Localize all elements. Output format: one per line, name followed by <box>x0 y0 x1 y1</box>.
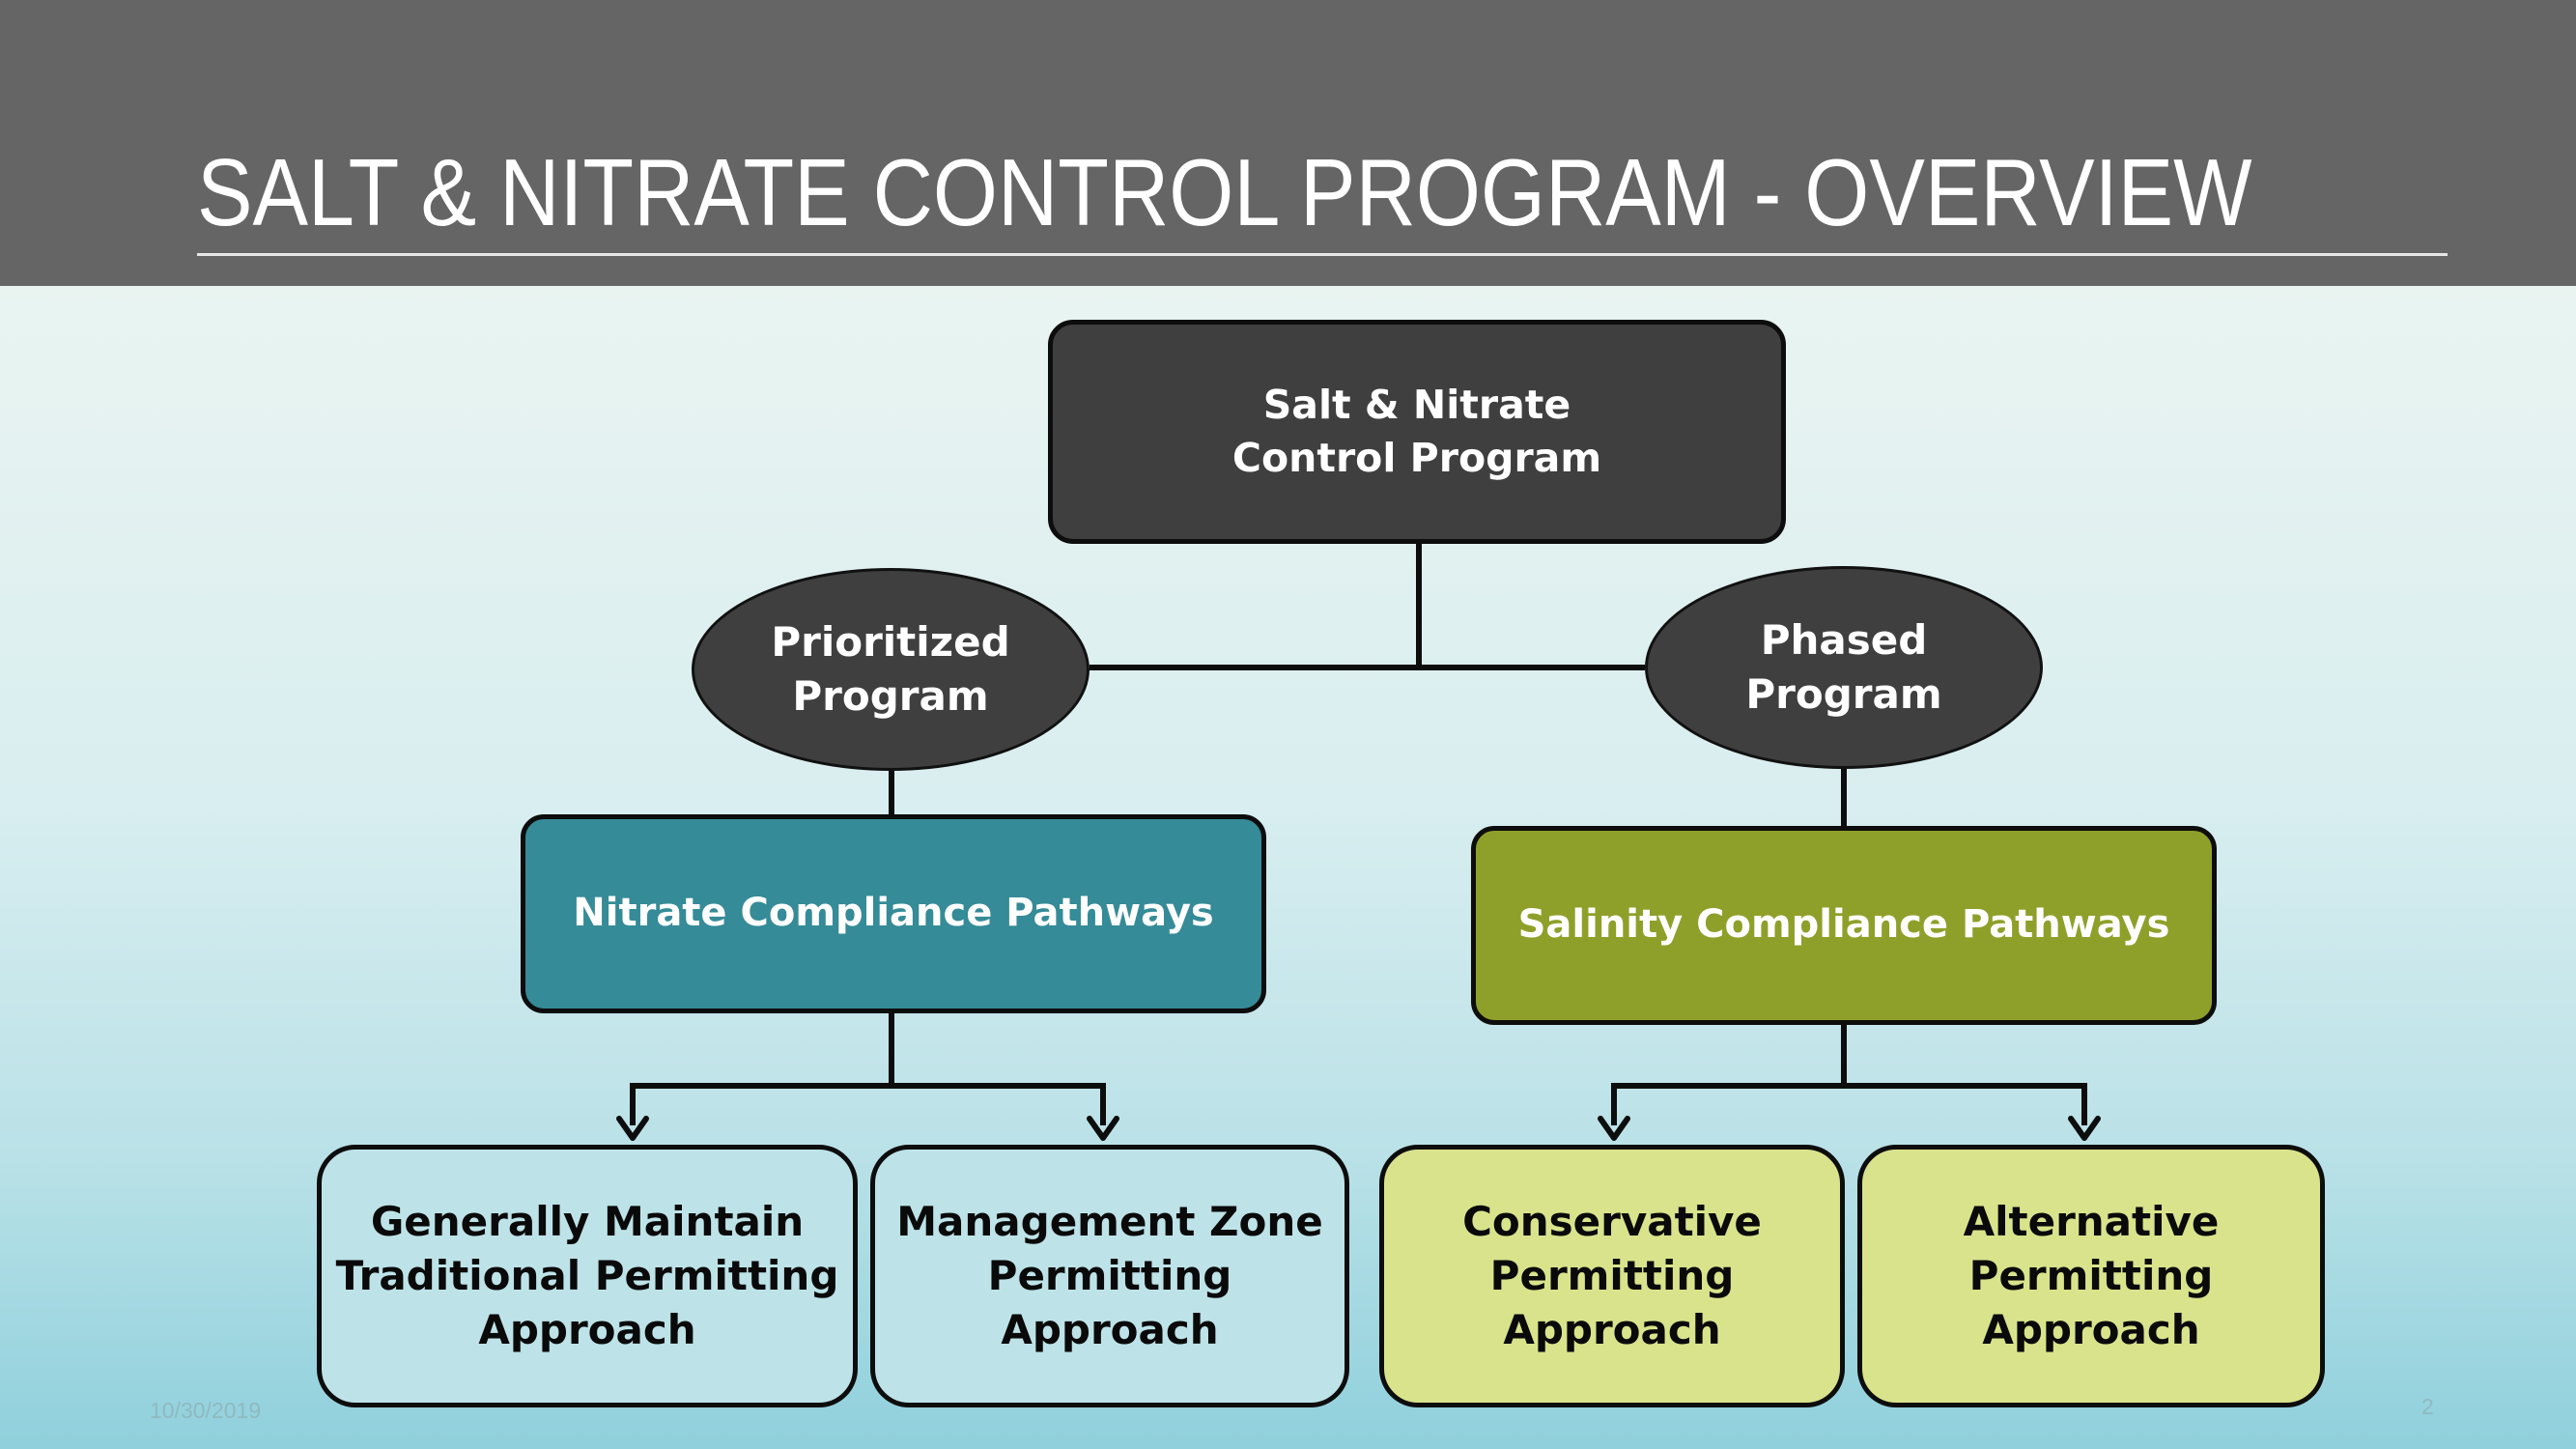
arrowhead-right-2 <box>2068 1116 2101 1141</box>
conservative-permitting-node: Conservative Permitting Approach <box>1379 1145 1845 1407</box>
phased-label-line2: Program <box>1745 670 1942 718</box>
approach-3-line2: Permitting <box>1489 1251 1735 1299</box>
connector-salinity-branch <box>1611 1083 2087 1125</box>
approach-4-line1: Alternative <box>1963 1197 2220 1245</box>
salinity-pathways-node: Salinity Compliance Pathways <box>1471 826 2217 1025</box>
root-label-line1: Salt & Nitrate <box>1262 382 1571 429</box>
approach-4-line3: Approach <box>1982 1306 2200 1354</box>
prioritized-label-line2: Program <box>792 672 989 720</box>
salinity-pathways-label: Salinity Compliance Pathways <box>1517 902 2170 948</box>
slide-page-number: 2 <box>2421 1394 2434 1419</box>
traditional-permitting-node: Generally Maintain Traditional Permittin… <box>317 1145 858 1407</box>
arrowhead-left-1 <box>616 1116 649 1141</box>
slide-title: SALT & NITRATE CONTROL PROGRAM - OVERVIE… <box>197 139 2252 245</box>
root-node: Salt & Nitrate Control Program <box>1048 320 1786 544</box>
title-underline <box>197 253 2448 256</box>
approach-2-line1: Management Zone <box>896 1197 1323 1245</box>
connector-nitrate-branch <box>630 1083 1106 1125</box>
approach-3-line1: Conservative <box>1462 1197 1762 1245</box>
title-bar: SALT & NITRATE CONTROL PROGRAM - OVERVIE… <box>0 0 2576 286</box>
approach-2-line3: Approach <box>1001 1306 1219 1354</box>
approach-2-line2: Permitting <box>987 1251 1232 1299</box>
phased-program-node: Phased Program <box>1645 566 2043 769</box>
management-zone-node: Management Zone Permitting Approach <box>870 1145 1349 1407</box>
prioritized-label-line1: Prioritized <box>771 617 1010 666</box>
approach-1-line2: Traditional Permitting <box>335 1251 839 1299</box>
alternative-permitting-node: Alternative Permitting Approach <box>1857 1145 2325 1407</box>
approach-3-line3: Approach <box>1503 1306 1721 1354</box>
approach-1-line1: Generally Maintain <box>370 1197 805 1245</box>
nitrate-pathways-label: Nitrate Compliance Pathways <box>573 891 1214 936</box>
root-label-line2: Control Program <box>1231 435 1602 481</box>
prioritized-program-node: Prioritized Program <box>692 568 1090 771</box>
phased-label-line1: Phased <box>1760 615 1928 664</box>
approach-4-line2: Permitting <box>1968 1251 2214 1299</box>
approach-1-line3: Approach <box>478 1306 696 1354</box>
nitrate-pathways-node: Nitrate Compliance Pathways <box>521 814 1266 1013</box>
slide-date: 10/30/2019 <box>150 1398 262 1423</box>
arrowhead-right-1 <box>1598 1116 1630 1141</box>
arrowhead-left-2 <box>1087 1116 1119 1141</box>
